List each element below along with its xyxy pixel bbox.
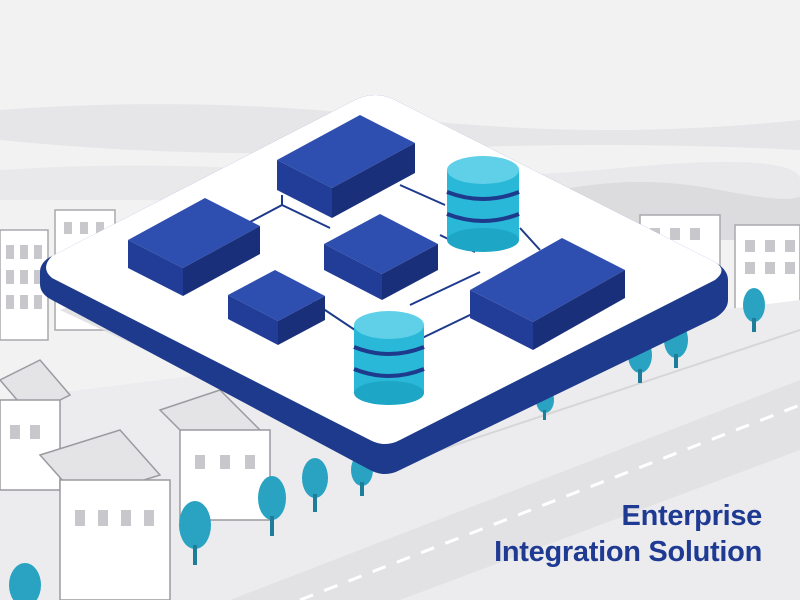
trees xyxy=(9,288,765,600)
server-block-4 xyxy=(228,270,325,345)
database-cylinder-icon xyxy=(446,156,520,252)
tree-icon xyxy=(9,563,41,600)
title-line-2: Integration Solution xyxy=(494,536,762,568)
tree-icon xyxy=(258,476,286,536)
server-block-5 xyxy=(470,238,625,350)
server-block-1 xyxy=(277,115,415,218)
houses-left xyxy=(0,359,271,600)
tree-icon xyxy=(743,288,765,332)
title-line-1: Enterprise xyxy=(621,500,763,532)
server-block-2 xyxy=(128,198,260,296)
server-block-3 xyxy=(324,214,438,300)
tree-icon xyxy=(179,501,211,565)
tree-icon xyxy=(302,458,328,512)
database-cylinder-icon xyxy=(353,311,425,405)
title-caption: Enterprise Integration Solution xyxy=(494,498,762,570)
